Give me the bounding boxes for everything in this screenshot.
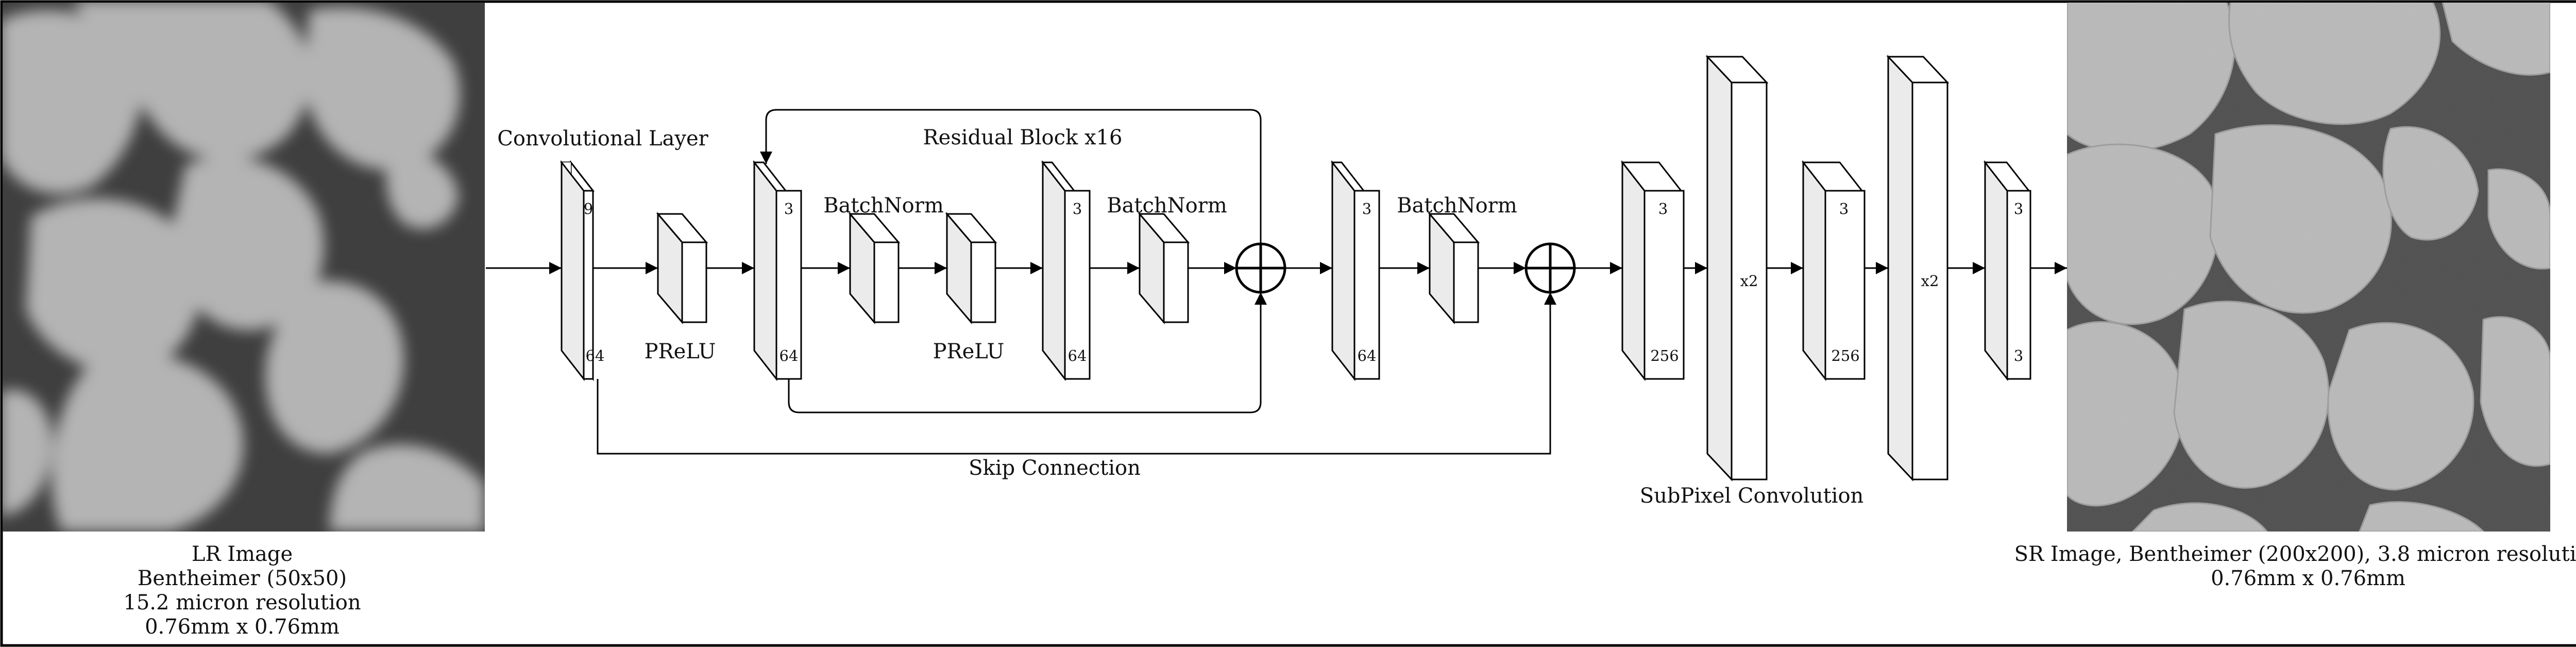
batchnorm3-block — [1428, 211, 1480, 325]
upsample-conv2-block: 3 256 — [1801, 160, 1866, 381]
lr-caption-line-1: LR Image — [192, 542, 293, 566]
skip-connection-arrow — [597, 292, 1556, 455]
batchnorm3-label: BatchNorm — [1397, 194, 1517, 218]
final-conv-kernel-label: 3 — [2014, 200, 2023, 218]
batchnorm2-label: BatchNorm — [1107, 194, 1227, 218]
res-conv2-filters-label: 64 — [1068, 347, 1087, 364]
conv1-kernel-label: 9 — [584, 200, 593, 218]
conv1-filters-label: 64 — [586, 347, 605, 364]
prelu2-label: PReLU — [933, 340, 1005, 363]
post-conv-block: 3 64 — [1330, 160, 1380, 381]
conv1-block: 9 64 — [560, 160, 605, 381]
post-conv-filters-label: 64 — [1358, 347, 1377, 364]
subpixel-label: SubPixel Convolution — [1640, 484, 1864, 508]
res-conv1-kernel-label: 3 — [784, 200, 793, 218]
upsample-conv1-filters-label: 256 — [1650, 347, 1679, 364]
conv-layer-label: Convolutional Layer — [497, 127, 708, 151]
lr-image — [3, 3, 485, 532]
sr-caption-line-1: SR Image, Bentheimer (200x200), 3.8 micr… — [2014, 542, 2576, 566]
res-conv2-block: 3 64 — [1041, 160, 1091, 381]
pixel-shuffle2-block: x2 — [1886, 55, 1950, 482]
post-conv-kernel-label: 3 — [1362, 200, 1371, 218]
final-conv-channels-label: 3 — [2014, 347, 2023, 364]
upsample-conv2-kernel-label: 3 — [1839, 200, 1849, 218]
residual-loop-arrow — [760, 109, 1267, 413]
pixel-shuffle1-block: x2 — [1705, 55, 1769, 482]
upsample-conv1-block: 3 256 — [1620, 160, 1685, 381]
batchnorm1-block — [848, 211, 901, 325]
prelu1-label: PReLU — [645, 340, 716, 363]
prelu2-block — [945, 211, 997, 325]
res-conv1-filters-label: 64 — [779, 347, 799, 364]
lr-caption-line-2: Bentheimer (50x50) — [138, 567, 347, 590]
lr-caption-line-3: 15.2 micron resolution — [123, 591, 361, 615]
pixel-shuffle1-factor-label: x2 — [1740, 272, 1758, 290]
residual-block-label: Residual Block x16 — [923, 126, 1123, 150]
batchnorm1-label: BatchNorm — [823, 194, 944, 218]
sr-caption-line-2: 0.76mm x 0.76mm — [2211, 567, 2405, 590]
upsample-conv2-filters-label: 256 — [1831, 347, 1859, 364]
residual-sum-node — [1235, 242, 1286, 294]
upsample-conv1-kernel-label: 3 — [1658, 200, 1668, 218]
prelu1-block — [656, 211, 708, 325]
skip-connection-label: Skip Connection — [969, 456, 1141, 480]
final-conv-block: 3 3 — [1983, 160, 2031, 381]
res-conv1-block: 3 64 — [752, 160, 802, 381]
lr-caption: LR Image Bentheimer (50x50) 15.2 micron … — [123, 542, 361, 639]
res-conv2-kernel-label: 3 — [1073, 200, 1082, 218]
sr-image — [2067, 3, 2550, 532]
skip-sum-node — [1524, 242, 1576, 294]
sr-caption: SR Image, Bentheimer (200x200), 3.8 micr… — [2014, 542, 2576, 590]
pixel-shuffle2-factor-label: x2 — [1921, 272, 1939, 290]
lr-caption-line-4: 0.76mm x 0.76mm — [145, 615, 340, 639]
batchnorm2-block — [1138, 211, 1190, 325]
